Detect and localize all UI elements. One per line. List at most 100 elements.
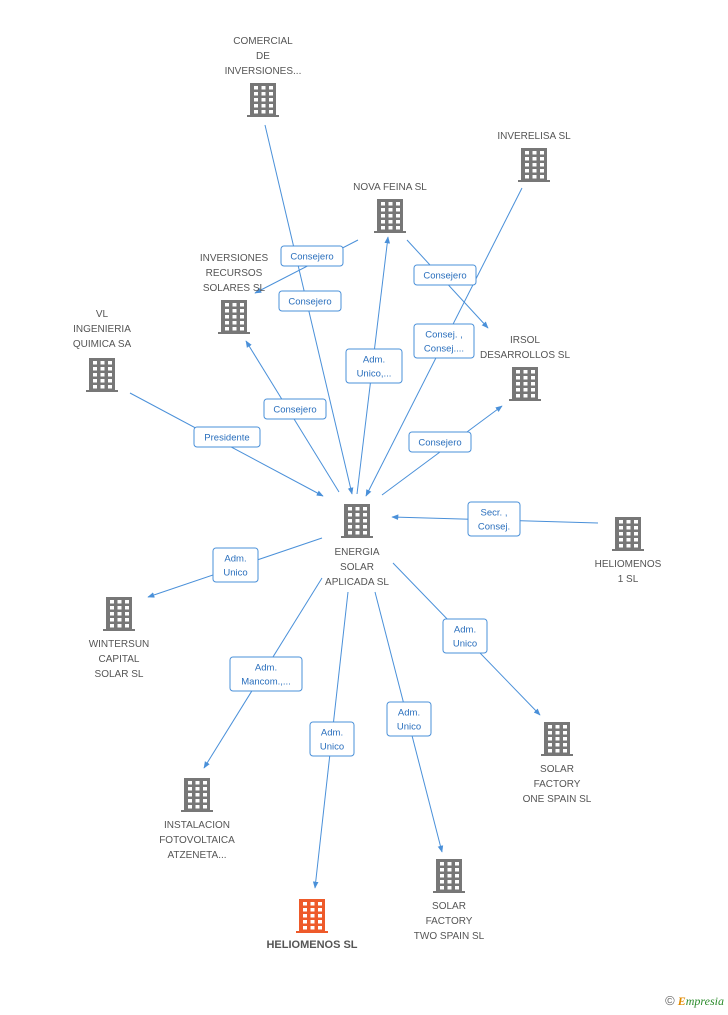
node-label: QUIMICA SA xyxy=(73,339,132,350)
edge-label-text: Unico xyxy=(223,568,247,579)
nodes-layer: COMERCIAL DE INVERSIONES... INVERELISA SL NO… xyxy=(73,36,662,951)
node-heliomenos[interactable]: HELIOMENOS SL xyxy=(266,899,358,951)
node-label: DESARROLLOS SL xyxy=(480,350,570,361)
edge-label-energia-irsol[interactable]: Consejero xyxy=(408,431,472,453)
edge-label-energia-instalacion[interactable]: Adm. Mancom.,... xyxy=(229,656,303,692)
edge-label-energia-sftwo[interactable]: Adm.Unico xyxy=(386,701,432,737)
building-icon xyxy=(218,300,250,334)
node-label: DE xyxy=(256,51,270,62)
node-label: APLICADA SL xyxy=(325,577,389,588)
building-icon xyxy=(103,597,135,631)
building-icon xyxy=(509,367,541,401)
edge-label-energia-sfone[interactable]: Adm.Unico xyxy=(442,618,488,654)
node-label: ONE SPAIN SL xyxy=(523,794,592,805)
edge-label-vl-energia[interactable]: Presidente xyxy=(193,426,261,448)
edge-label-energia-heliomenos[interactable]: Adm. Unico xyxy=(309,721,355,757)
node-sfone[interactable]: SOLAR FACTORY ONE SPAIN SL xyxy=(523,722,592,805)
node-label: FOTOVOLTAICA xyxy=(159,835,235,846)
node-label: FACTORY xyxy=(534,779,581,790)
edge-label-text: Consejero xyxy=(418,438,461,449)
node-instalacion[interactable]: INSTALACION FOTOVOLTAICA ATZENETA... xyxy=(159,778,235,861)
edge-label-box xyxy=(413,264,477,286)
node-novafeina[interactable]: NOVA FEINA SL xyxy=(353,182,427,233)
edge-label-box xyxy=(212,547,259,583)
edge-label-text: Adm. xyxy=(454,625,476,636)
edge-label-box xyxy=(442,618,488,654)
node-label: VL xyxy=(96,309,109,320)
node-label: NOVA FEINA SL xyxy=(353,182,427,193)
node-label: INVERSIONES... xyxy=(225,66,302,77)
node-label: SOLAR xyxy=(340,562,374,573)
building-icon xyxy=(247,83,279,117)
edge-label-box xyxy=(413,323,475,359)
edge-label-heliomenos1-energia[interactable]: Secr. , Consej. xyxy=(467,501,521,537)
empresia-logo: Empresia xyxy=(677,994,724,1008)
node-heliomenos1[interactable]: HELIOMENOS 1 SL xyxy=(595,517,662,585)
edge-label-box xyxy=(309,721,355,757)
node-energia[interactable]: ENERGIA SOLAR APLICADA SL xyxy=(325,504,389,588)
edge-label-text: Consej.... xyxy=(424,344,464,355)
node-comercial[interactable]: COMERCIAL DE INVERSIONES... xyxy=(225,36,302,117)
edge-label-text: Consej. xyxy=(478,522,510,533)
edge-label-text: Adm. xyxy=(321,728,343,739)
node-label: SOLAR xyxy=(540,764,574,775)
edge-label-text: Adm. xyxy=(255,663,277,674)
node-label: FACTORY xyxy=(426,916,473,927)
node-label: CAPITAL xyxy=(99,654,140,665)
node-sftwo[interactable]: SOLAR FACTORY TWO SPAIN SL xyxy=(414,859,485,942)
node-label: INVERSIONES xyxy=(200,253,269,264)
building-icon xyxy=(518,148,550,182)
edge-label-energia-wintersun[interactable]: Adm. Unico xyxy=(212,547,259,583)
edge-label-inverelisa-energia[interactable]: Consej. , Consej.... xyxy=(413,323,475,359)
edge-label-box xyxy=(345,348,403,384)
edge-label-text: Adm. xyxy=(398,708,420,719)
node-label: INVERELISA SL xyxy=(497,131,571,142)
edge-label-text: Mancom.,... xyxy=(241,677,291,688)
edge-label-text: Consejero xyxy=(423,271,466,282)
edge-label-energia-novafeina[interactable]: Adm.Unico,... xyxy=(345,348,403,384)
node-inverelisa[interactable]: INVERELISA SL xyxy=(497,131,571,182)
node-label: TWO SPAIN SL xyxy=(414,931,485,942)
node-label: COMERCIAL xyxy=(233,36,293,47)
node-label: ENERGIA xyxy=(334,547,379,558)
footer-brand: © Empresia xyxy=(665,993,724,1009)
copyright-symbol: © xyxy=(665,993,675,1008)
edge-label-text: Unico xyxy=(320,742,344,753)
edge-label-comercial-energia[interactable]: Consejero xyxy=(280,245,344,267)
edge-label-novafeina-irsol[interactable]: Consejero xyxy=(413,264,477,286)
edge-label-text: Consejero xyxy=(273,405,316,416)
node-label: INSTALACION xyxy=(164,820,230,831)
building-icon xyxy=(541,722,573,756)
node-label: IRSOL xyxy=(510,335,540,346)
edge-label-text: Consejero xyxy=(290,252,333,263)
building-icon xyxy=(433,859,465,893)
edge-label-text: Consej. , xyxy=(425,330,463,341)
node-label: ATZENETA... xyxy=(167,850,226,861)
edge-label-box xyxy=(263,398,327,420)
building-icon xyxy=(86,358,118,392)
edge-label-text: Adm. xyxy=(224,554,246,565)
edge-label-box xyxy=(408,431,472,453)
building-icon xyxy=(181,778,213,812)
edge-label-energia-invrecursos[interactable]: Consejero xyxy=(263,398,327,420)
node-label: SOLAR SL xyxy=(95,669,144,680)
node-label: HELIOMENOS xyxy=(595,559,662,570)
edge-label-text: Secr. , xyxy=(481,508,508,519)
node-label: 1 SL xyxy=(618,574,639,585)
building-icon xyxy=(341,504,373,538)
node-label: SOLAR xyxy=(432,901,466,912)
building-icon xyxy=(296,899,328,933)
node-label: HELIOMENOS SL xyxy=(266,939,357,951)
edge-label-text: Adm. xyxy=(363,355,385,366)
edge-label-novafeina-invrecursos[interactable]: Consejero xyxy=(278,290,342,312)
edge-label-box xyxy=(193,426,261,448)
edge-label-box xyxy=(278,290,342,312)
node-irsol[interactable]: IRSOL DESARROLLOS SL xyxy=(480,335,570,401)
edge-label-box xyxy=(386,701,432,737)
node-label: RECURSOS xyxy=(206,268,263,279)
